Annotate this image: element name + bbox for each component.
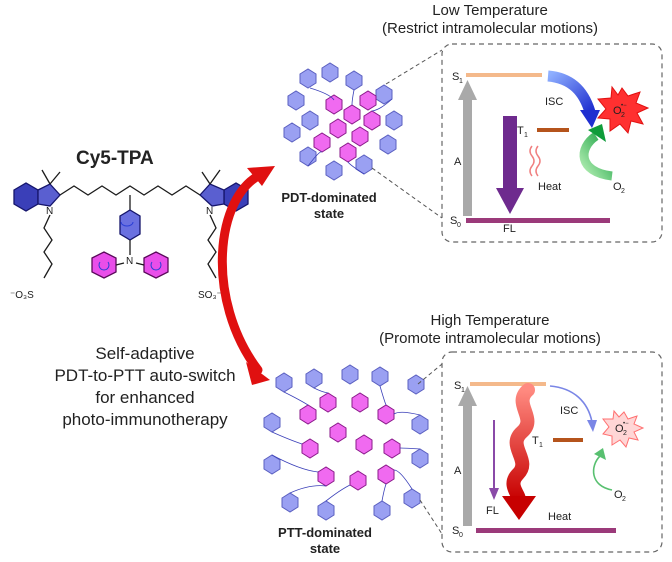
s1-label-low: S — [452, 71, 459, 83]
t1-level-low — [537, 128, 569, 132]
cy5-tpa-molecule: N N — [13, 169, 249, 279]
t1-sub-low: 1 — [524, 132, 528, 139]
absorption-label-low: A — [454, 156, 462, 168]
s1-level-high — [470, 382, 546, 386]
high-temp-subtitle: (Promote intramolecular motions) — [379, 330, 601, 347]
t1-label-high: T — [532, 435, 539, 447]
s0-level-low — [466, 218, 610, 223]
heat-label-high: Heat — [548, 511, 571, 523]
pdt-state-line-2: state — [313, 206, 345, 221]
fluorescence-arrow-high — [489, 420, 499, 500]
auto-switch-arrow — [217, 166, 275, 385]
svg-text:N: N — [46, 206, 53, 217]
s1-sub-low: 1 — [459, 78, 463, 85]
t1-sub-high: 1 — [539, 442, 543, 449]
s1-label-high: S — [454, 380, 461, 392]
superoxide-sub-low: 2 — [621, 112, 625, 119]
s0-sub-high: 0 — [459, 532, 463, 539]
s0-label-low: S — [450, 215, 457, 227]
superoxide-sub-high: 2 — [623, 430, 627, 437]
s1-sub-high: 1 — [461, 387, 465, 394]
svg-text:N: N — [206, 206, 213, 217]
tpa-n-label: N — [126, 256, 133, 267]
heat-label-low: Heat — [538, 181, 561, 193]
high-temp-title: High Temperature — [430, 312, 550, 329]
fl-label-low: FL — [503, 223, 516, 235]
o2-arrow-high — [592, 448, 613, 491]
high-temp-header: High Temperature (Promote intramolecular… — [330, 312, 650, 348]
low-temp-header: Low Temperature (Restrict intramolecular… — [330, 2, 650, 38]
fluorescence-arrow-low — [496, 116, 524, 214]
pdt-state-line-1: PDT-dominated — [281, 190, 377, 205]
low-temp-subtitle: (Restrict intramolecular motions) — [382, 20, 598, 37]
t1-label-low: T — [517, 125, 524, 137]
s0-sub-low: 0 — [457, 222, 461, 229]
jablonski-panel-high: S 1 S 0 T 1 A FL ISC Heat O 2 •− O 2 — [441, 351, 663, 553]
superoxide-label-low: O — [613, 105, 622, 117]
compound-title: Cy5-TPA — [76, 148, 154, 169]
o2-label-low: O — [613, 181, 622, 193]
absorption-arrow-low — [458, 80, 477, 216]
description-line-1: Self-adaptive — [95, 344, 195, 363]
superoxide-burst-low — [596, 85, 650, 135]
s0-level-high — [476, 528, 616, 533]
isc-label-low: ISC — [545, 96, 563, 108]
isc-label-high: ISC — [560, 405, 578, 417]
ptt-aggregate — [263, 364, 429, 521]
s0-label-high: S — [452, 525, 459, 537]
right-sulfonate-label: SO₃⁻ — [198, 290, 222, 301]
o2-label-high: O — [614, 489, 623, 501]
jablonski-panel-low: S 1 S 0 T 1 A FL ISC Heat O 2 •− O 2 — [441, 43, 663, 243]
o2-sub-high: 2 — [622, 496, 626, 503]
superoxide-sup-low: •− — [621, 103, 627, 109]
absorption-label-high: A — [454, 465, 462, 477]
left-sulfonate-label: ⁻O₃S — [10, 290, 34, 301]
superoxide-burst-high — [602, 409, 645, 448]
ptt-state-line-1: PTT-dominated — [278, 525, 372, 540]
isc-arrow-high — [549, 385, 597, 432]
o2-arrow-low — [579, 124, 613, 181]
o2-sub-low: 2 — [621, 188, 625, 195]
zoom-connectors — [371, 49, 443, 535]
description-line-2: PDT-to-PTT auto-switch — [54, 366, 236, 385]
absorption-arrow-high — [458, 386, 477, 526]
ptt-state-label: PTT-dominated state — [270, 525, 380, 557]
description-text: Self-adaptive PDT-to-PTT auto-switch for… — [10, 343, 280, 431]
isc-arrow-low — [547, 70, 600, 128]
s1-level-low — [466, 73, 542, 77]
low-temp-title: Low Temperature — [432, 2, 548, 19]
superoxide-sup-high: •− — [623, 421, 629, 427]
description-line-3: for enhanced — [95, 388, 195, 407]
superoxide-label-high: O — [615, 423, 624, 435]
heat-arrow-high — [502, 383, 536, 520]
t1-level-high — [553, 438, 583, 442]
pdt-state-label: PDT-dominated state — [274, 190, 384, 222]
fl-label-high: FL — [486, 505, 499, 517]
heat-squiggle-low — [529, 145, 541, 177]
ptt-state-line-2: state — [309, 541, 341, 556]
description-line-4: photo-immunotherapy — [62, 410, 228, 429]
pdt-aggregate — [283, 62, 403, 181]
